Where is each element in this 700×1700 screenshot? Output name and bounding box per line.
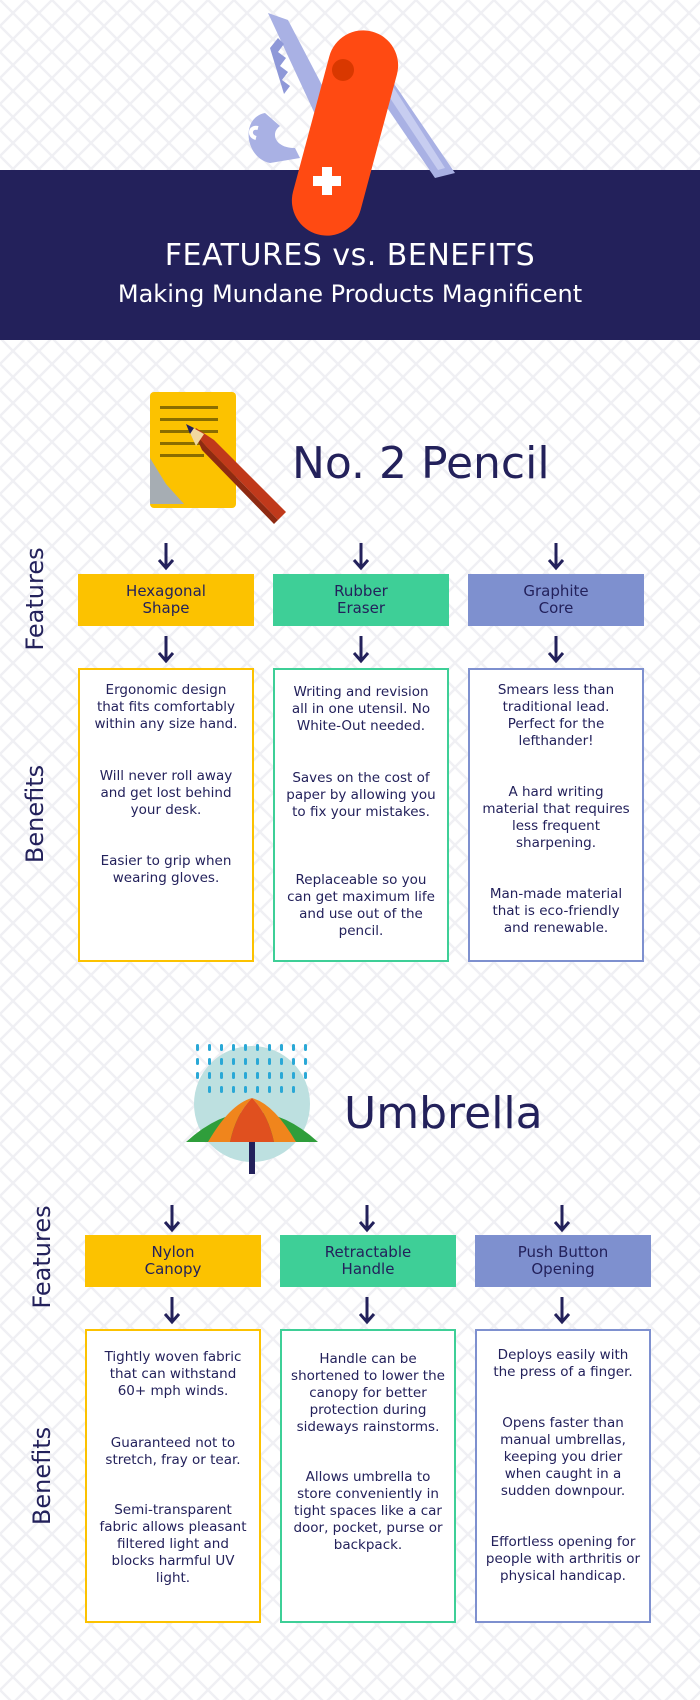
down-arrow-icon xyxy=(554,1205,570,1233)
benefit-text: Semi-transparent fabric allows pleasant … xyxy=(99,1502,247,1586)
benefits-label: Benefits xyxy=(21,764,49,864)
benefit-text: Smears less than traditional lead. Perfe… xyxy=(497,682,615,749)
benefit-text: Tightly woven fabric that can withstand … xyxy=(104,1349,242,1399)
down-arrow-icon xyxy=(359,1297,375,1325)
benefits-box-graphite-core: Smears less than traditional lead. Perfe… xyxy=(468,668,644,962)
benefit-text: Handle can be shortened to lower the can… xyxy=(291,1351,445,1435)
down-arrow-icon xyxy=(353,636,369,664)
down-arrow-icon xyxy=(548,543,564,571)
benefit-text: Man-made material that is eco-friendly a… xyxy=(489,886,623,936)
feature-retractable-handle: Retractable Handle xyxy=(280,1235,456,1287)
benefits-box-rubber-eraser: Writing and revision all in one utensil.… xyxy=(273,668,449,962)
feature-nylon-canopy: Nylon Canopy xyxy=(85,1235,261,1287)
features-label: Features xyxy=(21,547,49,651)
feature-push-button-opening: Push Button Opening xyxy=(475,1235,651,1287)
benefit-text: Ergonomic design that fits comfortably w… xyxy=(94,682,238,732)
down-arrow-icon xyxy=(164,1205,180,1233)
umbrella-rain-icon xyxy=(186,1044,318,1174)
swiss-army-knife-icon xyxy=(248,13,455,236)
down-arrow-icon xyxy=(158,636,174,664)
benefit-text: Guaranteed not to stretch, fray or tear. xyxy=(105,1435,241,1468)
down-arrow-icon xyxy=(164,1297,180,1325)
benefits-box-retractable-handle: Handle can be shortened to lower the can… xyxy=(280,1329,456,1623)
down-arrow-icon xyxy=(548,636,564,664)
benefits-box-push-button-opening: Deploys easily with the press of a finge… xyxy=(475,1329,651,1623)
benefit-text: Allows umbrella to store conveniently in… xyxy=(293,1469,443,1553)
page-title: FEATURES vs. BENEFITS xyxy=(164,238,536,273)
feature-graphite-core: Graphite Core xyxy=(468,574,644,626)
features-label: Features xyxy=(28,1205,56,1309)
benefits-label: Benefits xyxy=(28,1426,56,1526)
page-subtitle: Making Mundane Products Magnificent xyxy=(117,280,583,308)
down-arrow-icon xyxy=(359,1205,375,1233)
benefit-text: Saves on the cost of paper by allowing y… xyxy=(286,770,436,820)
down-arrow-icon xyxy=(353,543,369,571)
benefit-text: A hard writing material that requires le… xyxy=(482,784,630,851)
feature-rubber-eraser: Rubber Eraser xyxy=(273,574,449,626)
benefit-text: Replaceable so you can get maximum life … xyxy=(287,872,435,939)
benefits-box-nylon-canopy: Tightly woven fabric that can withstand … xyxy=(85,1329,261,1623)
down-arrow-icon xyxy=(158,543,174,571)
section-title-pencil: No. 2 Pencil xyxy=(292,438,550,489)
feature-hexagonal-shape: Hexagonal Shape xyxy=(78,574,254,626)
benefit-text: Opens faster than manual umbrellas, keep… xyxy=(500,1415,626,1499)
benefits-box-hexagonal-shape: Ergonomic design that fits comfortably w… xyxy=(78,668,254,962)
benefit-text: Easier to grip when wearing gloves. xyxy=(100,853,232,886)
benefit-text: Effortless opening for people with arthr… xyxy=(485,1534,641,1584)
benefit-text: Will never roll away and get lost behind… xyxy=(99,768,233,818)
down-arrow-icon xyxy=(554,1297,570,1325)
section-title-umbrella: Umbrella xyxy=(344,1088,543,1139)
benefit-text: Writing and revision all in one utensil.… xyxy=(291,684,431,734)
pencil-note-icon xyxy=(150,392,286,524)
benefit-text: Deploys easily with the press of a finge… xyxy=(493,1347,633,1380)
